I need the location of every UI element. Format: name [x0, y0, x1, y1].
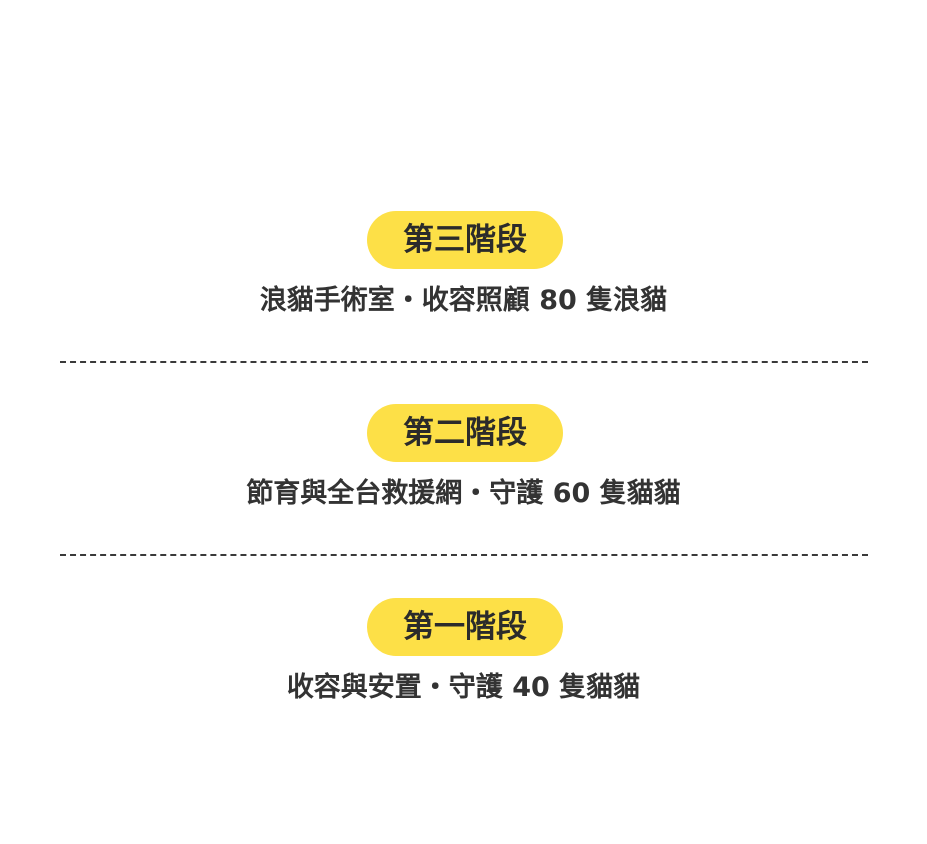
stage-2: 第二階段 節育與全台救援網・守護 60 隻貓貓: [0, 404, 927, 524]
stage-3-badge: 第三階段: [367, 211, 563, 269]
stage-2-description: 節育與全台救援網・守護 60 隻貓貓: [246, 478, 681, 509]
stage-3: 第三階段 浪貓手術室・收容照顧 80 隻浪貓: [0, 211, 927, 331]
divider: [60, 361, 868, 363]
stage-1-description: 收容與安置・守護 40 隻貓貓: [286, 672, 641, 703]
stage-2-badge: 第二階段: [367, 404, 563, 462]
stage-1: 第一階段 收容與安置・守護 40 隻貓貓: [0, 598, 927, 718]
stage-3-description: 浪貓手術室・收容照顧 80 隻浪貓: [259, 285, 668, 316]
stage-1-badge: 第一階段: [367, 598, 563, 656]
divider: [60, 554, 868, 556]
